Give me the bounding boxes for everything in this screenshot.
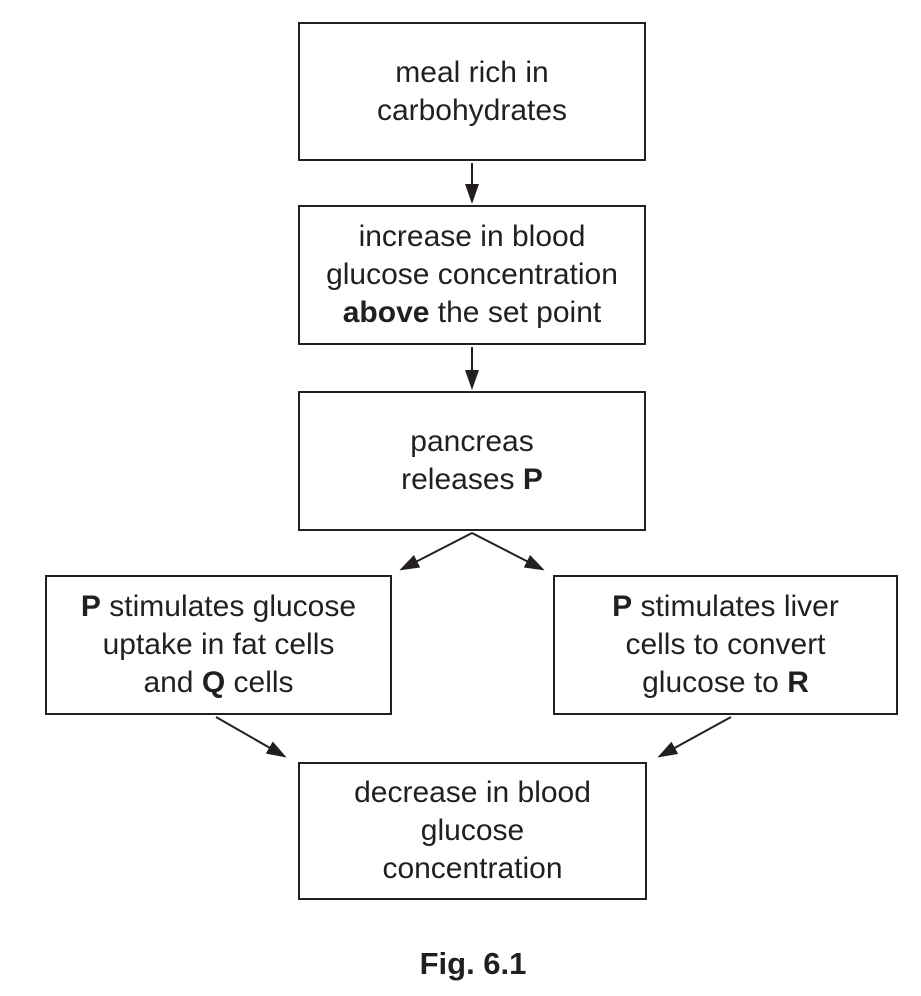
figure-caption: Fig. 6.1 <box>419 946 527 981</box>
arrow-pancreas-to-liver-cells <box>471 532 545 571</box>
arrow-pancreas-to-fat-cells <box>399 532 473 571</box>
arrow-liver-cells-to-decrease <box>657 716 732 758</box>
arrow-fat-cells-to-decrease <box>215 716 287 758</box>
